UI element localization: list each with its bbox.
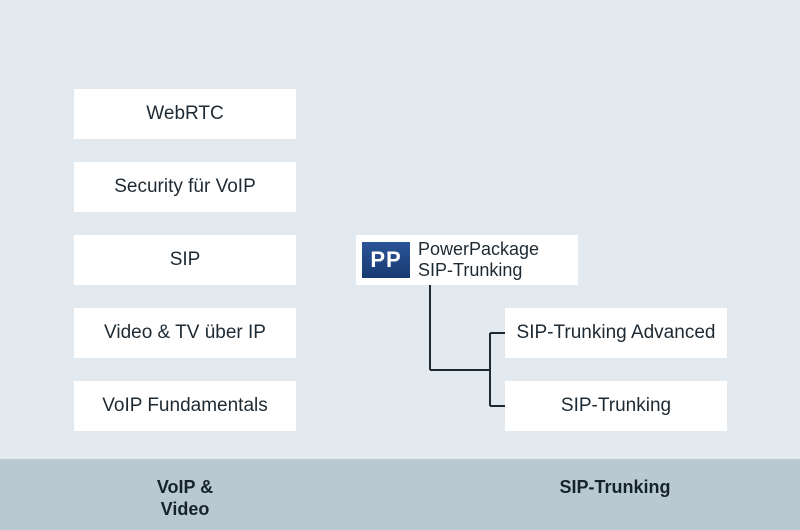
course-voip-fundamentals[interactable]: VoIP Fundamentals — [74, 381, 296, 431]
footer-label-sip-trunking-text: SIP-Trunking — [559, 477, 671, 497]
powerpackage-sip-trunking[interactable]: PP PowerPackage SIP-Trunking — [356, 235, 578, 285]
course-security-voip[interactable]: Security für VoIP — [74, 162, 296, 212]
course-sip-trunking-advanced[interactable]: SIP-Trunking Advanced — [505, 308, 727, 358]
course-video-tv-ip[interactable]: Video & TV über IP — [74, 308, 296, 358]
course-sip[interactable]: SIP — [74, 235, 296, 285]
powerpackage-badge: PP — [362, 242, 410, 278]
category-footer: VoIP & Video SIP-Trunking — [0, 459, 800, 530]
footer-label-voip-video-line2: Video — [160, 499, 210, 519]
footer-label-sip-trunking: SIP-Trunking — [520, 476, 710, 498]
course-sip-trunking[interactable]: SIP-Trunking — [505, 381, 727, 431]
powerpackage-title-line1: PowerPackage — [418, 239, 540, 259]
powerpackage-title: PowerPackage SIP-Trunking — [418, 239, 539, 281]
powerpackage-title-line2: SIP-Trunking — [418, 260, 523, 280]
course-webrtc[interactable]: WebRTC — [74, 89, 296, 139]
footer-label-voip-video: VoIP & Video — [110, 476, 260, 520]
footer-label-voip-video-line1: VoIP & — [156, 477, 214, 497]
